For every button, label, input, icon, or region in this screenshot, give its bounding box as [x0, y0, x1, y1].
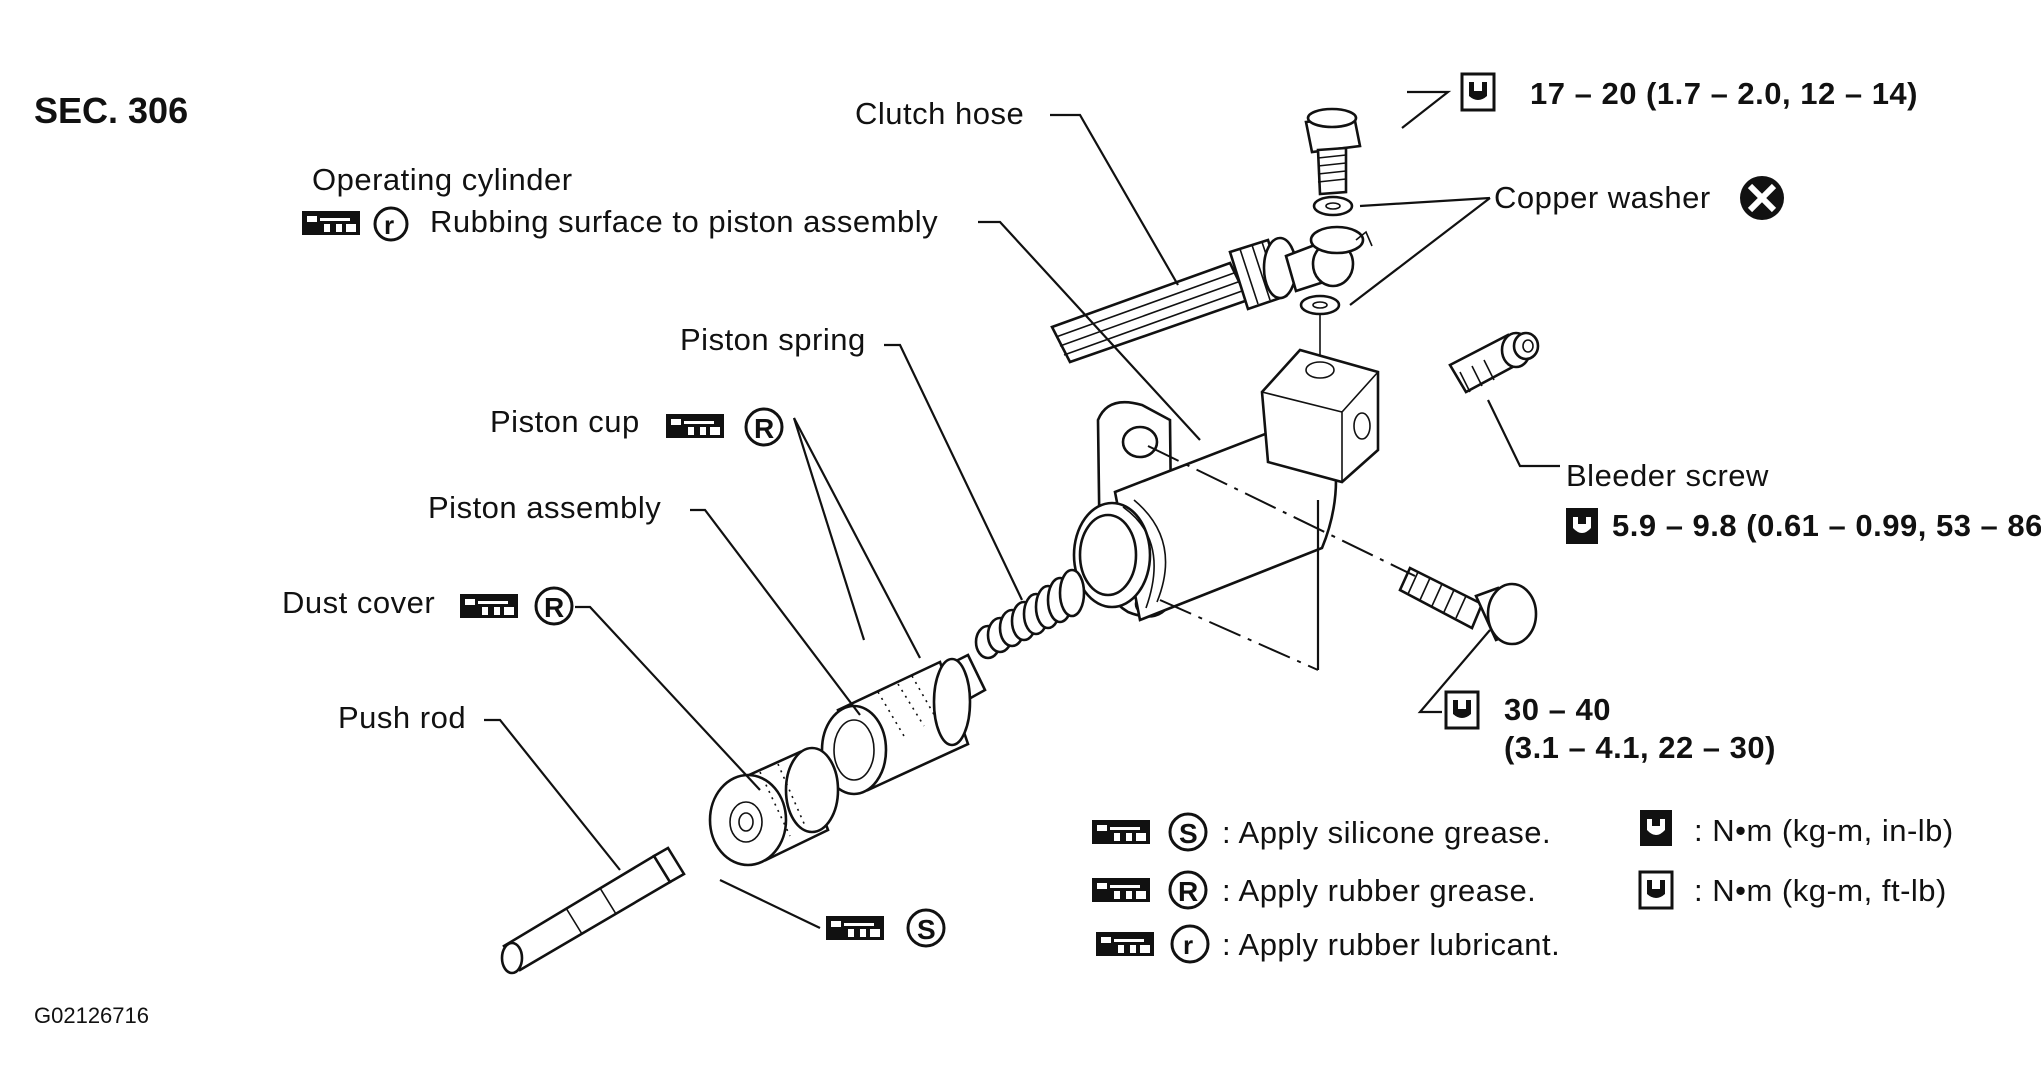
rubber-lube-symbol: [1170, 924, 1210, 964]
silicone-letter: S: [1179, 818, 1198, 849]
union-bolt-part: [1304, 107, 1362, 196]
legend-nm-ft-lb: : N•m (kg-m, ft-lb): [1694, 873, 1947, 908]
legend-rubber-grease: : Apply rubber grease.: [1222, 873, 1536, 908]
operating-cylinder-part: [1072, 348, 1380, 622]
torque-mount-bolt-2: (3.1 – 4.1, 22 – 30): [1504, 730, 1776, 765]
rubber-lube-symbol: [373, 206, 409, 242]
grease-gun-icon: [460, 594, 518, 618]
leader-lines: [484, 90, 1560, 929]
rubber-grease-letter: R: [544, 592, 564, 623]
piston-spring-part: [974, 568, 1086, 660]
label-dust-cover: Dust cover: [282, 585, 435, 620]
torque-bleeder: 5.9 – 9.8 (0.61 – 0.99, 53 – 86): [1612, 508, 2041, 543]
grease-gun-icon: [1096, 932, 1154, 956]
copper-washer-upper: [1312, 195, 1354, 217]
grease-gun-icon: [1092, 820, 1150, 844]
wrench-ft-lb-icon: [1638, 870, 1674, 910]
grease-gun-icon: [666, 414, 724, 438]
piston-assembly-part: [820, 653, 987, 796]
rubber-grease-symbol: [1168, 870, 1208, 910]
legend-rubber-lube: : Apply rubber lubricant.: [1222, 927, 1560, 962]
rubber-lube-letter: r: [384, 210, 394, 240]
legend-silicone: : Apply silicone grease.: [1222, 815, 1551, 850]
figure-id: G02126716: [34, 1003, 149, 1028]
section-title: SEC. 306: [34, 90, 188, 131]
rubber-grease-symbol: [534, 586, 574, 626]
label-piston-assembly: Piston assembly: [428, 490, 661, 525]
legend: S : Apply silicone grease. R : Apply rub…: [1092, 810, 1954, 964]
clutch-hose-part: [1050, 225, 1373, 364]
legend-nm-in-lb: : N•m (kg-m, in-lb): [1694, 813, 1954, 848]
rubber-lube-letter: r: [1183, 930, 1193, 960]
label-clutch-hose: Clutch hose: [855, 96, 1024, 131]
dust-cover-part: [708, 746, 840, 867]
wrench-in-lb-icon: [1566, 508, 1598, 544]
push-rod-part: [500, 846, 686, 975]
wrench-ft-lb-icon: [1444, 690, 1480, 730]
label-operating-cylinder: Operating cylinder: [312, 162, 573, 197]
label-piston-cup: Piston cup: [490, 404, 640, 439]
do-not-reuse-icon: [1740, 176, 1784, 220]
label-bleeder-screw: Bleeder screw: [1566, 458, 1769, 493]
silicone-grease-symbol: [906, 908, 946, 948]
grease-gun-icon: [1092, 878, 1150, 902]
label-rubbing-surface: Rubbing surface to piston assembly: [430, 204, 938, 239]
silicone-grease-symbol: [1168, 812, 1208, 852]
grease-gun-icon: [302, 211, 360, 235]
wrench-ft-lb-icon: [1460, 72, 1496, 112]
bleeder-screw-part: [1448, 331, 1540, 394]
rubber-grease-symbol: [744, 407, 784, 447]
torque-mount-bolt-1: 30 – 40: [1504, 692, 1611, 727]
silicone-letter: S: [917, 914, 936, 945]
rubber-grease-letter: R: [1178, 876, 1198, 907]
copper-washer-lower: [1299, 294, 1341, 316]
mounting-bolt-part: [1398, 566, 1538, 646]
grease-gun-icon: [826, 916, 884, 940]
torque-hose-bolt: 17 – 20 (1.7 – 2.0, 12 – 14): [1530, 76, 1918, 111]
rubber-grease-letter: R: [754, 413, 774, 444]
label-piston-spring: Piston spring: [680, 322, 866, 357]
label-copper-washer: Copper washer: [1494, 180, 1711, 215]
label-push-rod: Push rod: [338, 700, 466, 735]
wrench-in-lb-icon: [1640, 810, 1672, 846]
